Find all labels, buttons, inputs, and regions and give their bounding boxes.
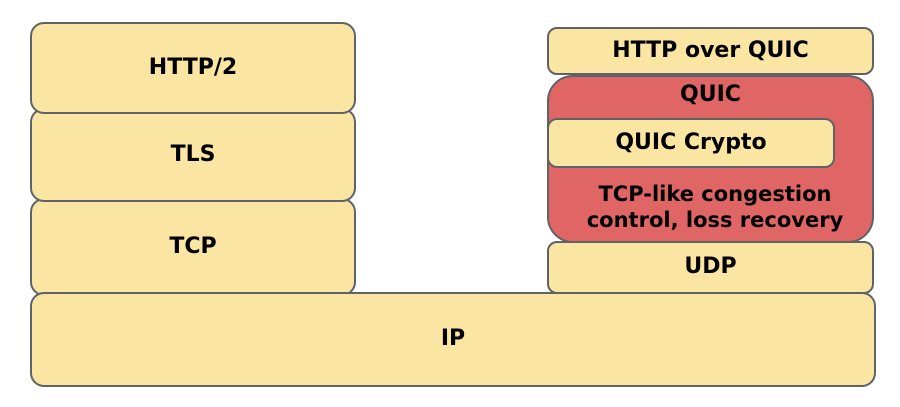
tcp-label: TCP <box>169 233 217 259</box>
tls-label: TLS <box>170 141 216 167</box>
tcp-layer: TCP <box>30 198 356 296</box>
tls-layer: TLS <box>30 108 356 202</box>
ip-layer: IP <box>30 292 876 387</box>
quic-label: QUIC <box>680 81 741 107</box>
quic-crypto-label: QUIC Crypto <box>615 129 767 155</box>
udp-layer: UDP <box>547 241 874 294</box>
http-over-quic-layer: HTTP over QUIC <box>547 27 874 75</box>
http2-layer: HTTP/2 <box>30 22 356 114</box>
quic-crypto-layer: QUIC Crypto <box>547 118 835 168</box>
udp-label: UDP <box>684 254 737 280</box>
ip-label: IP <box>440 326 466 352</box>
http-over-quic-label: HTTP over QUIC <box>612 37 809 63</box>
http2-label: HTTP/2 <box>148 54 238 80</box>
congestion-control-label: TCP-like congestion control, loss recove… <box>586 181 844 232</box>
